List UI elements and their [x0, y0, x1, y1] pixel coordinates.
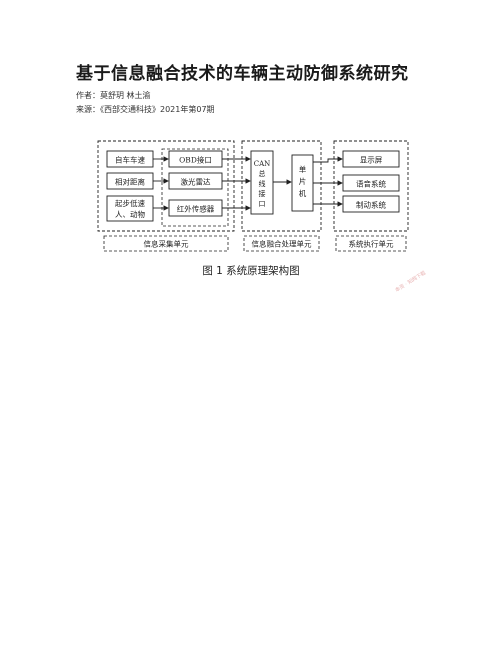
system-architecture-diagram: 自车车速 相对距离 起步低速 人、动物 OBD接口 激光雷达 红外传感器 CAN…: [97, 140, 409, 252]
input-label-low-speed: 起步低速: [115, 198, 145, 208]
unit-label-execution: 系统执行单元: [349, 239, 394, 249]
mcu-label-0: 单: [299, 164, 307, 174]
unit-label-fusion: 信息融合处理单元: [252, 239, 312, 249]
output-label-display: 显示屏: [360, 156, 383, 165]
article-source: 来源：《西部交通科技》2021年第07期: [76, 105, 215, 114]
output-label-brake: 制动系统: [356, 200, 386, 210]
output-box-voice: [342, 174, 400, 192]
can-label-2: 线: [259, 179, 266, 188]
unit-label-box-acquisition: [103, 235, 229, 252]
input-label-distance: 相对距离: [115, 177, 145, 187]
execution-unit-frame: [333, 140, 409, 232]
sensor-label-infrared: 红外传感器: [177, 204, 215, 214]
unit-label-box-fusion: [243, 235, 320, 252]
sensor-label-lidar: 激光雷达: [181, 177, 211, 187]
input-label-speed: 自车车速: [115, 155, 145, 165]
unit-label-acquisition: 信息采集单元: [144, 239, 189, 249]
article-author: 作者：莫舒玥 林土渝: [76, 91, 151, 100]
can-interface-box: [250, 150, 274, 215]
arrow-mcu-to-display: [313, 156, 343, 163]
can-label-4: 口: [259, 200, 266, 208]
can-label-0: CAN: [254, 160, 271, 168]
sensor-group-frame: [161, 148, 229, 227]
input-box-low-speed: [106, 195, 154, 222]
output-box-brake: [342, 195, 400, 213]
output-box-display: [342, 150, 400, 168]
can-label-1: 总: [259, 169, 266, 178]
figure-caption: 图 1 系统原理架构图: [202, 265, 300, 277]
input-label-animals: 人、动物: [115, 209, 145, 219]
mcu-label-2: 机: [299, 188, 307, 198]
article-title: 基于信息融合技术的车辆主动防御系统研究: [76, 64, 409, 84]
sensor-label-obd: OBD接口: [179, 155, 212, 165]
can-label-3: 接: [259, 189, 266, 198]
acquisition-unit-frame: [97, 140, 235, 232]
output-label-voice: 语音系统: [356, 179, 386, 189]
mcu-label-1: 片: [299, 176, 307, 186]
fusion-unit-frame: [241, 140, 322, 232]
unit-label-box-execution: [335, 235, 407, 252]
